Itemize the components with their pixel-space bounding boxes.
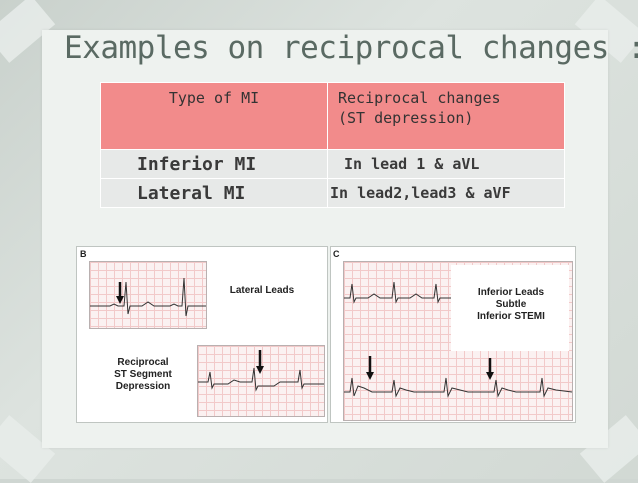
ecg-trace <box>344 281 573 398</box>
table-row: Inferior MI In lead 1 & aVL <box>100 149 565 179</box>
caption-line: ST Segment <box>114 369 172 380</box>
caption-line: Subtle <box>495 299 527 310</box>
row-mi-type: Lateral MI <box>100 178 328 208</box>
ecg-trace <box>198 350 324 392</box>
row-reciprocal-leads: In lead 1 & aVL <box>327 149 565 179</box>
table-row: Lateral MI In lead2,lead3 & aVF <box>100 178 565 208</box>
header-line: Reciprocal changes <box>338 89 501 107</box>
header-line: (ST depression) <box>338 109 474 127</box>
caption-box <box>451 265 569 351</box>
ecg-strip-reciprocal <box>197 345 325 417</box>
row-reciprocal-leads: In lead2,lead3 & aVF <box>327 178 565 208</box>
ecg-strip-lateral <box>89 261 207 329</box>
caption-reciprocal: Reciprocal ST Segment Depression <box>103 357 183 393</box>
caption-lateral-leads: Lateral Leads <box>229 285 295 296</box>
header-type-of-mi: Type of MI <box>100 82 328 150</box>
header-reciprocal-changes: Reciprocal changes (ST depression) <box>327 82 565 150</box>
table-header-row: Type of MI Reciprocal changes (ST depress… <box>100 82 565 150</box>
row-mi-type: Inferior MI <box>100 149 328 179</box>
caption-line: Reciprocal <box>117 357 169 368</box>
panel-label-b: B <box>80 249 87 259</box>
ecg-trace <box>90 277 206 317</box>
caption-line: Depression <box>115 381 171 392</box>
mi-table: Type of MI Reciprocal changes (ST depress… <box>100 82 565 208</box>
caption-inferior: Inferior Leads Subtle Inferior STEMI <box>459 287 563 323</box>
ecg-figure-b: B Lateral Leads Reciprocal ST Segment De… <box>76 246 328 423</box>
ecg-figure-c: C Inferior Leads Subtle Inferior STEMI <box>330 246 576 423</box>
slide-title: Examples on reciprocal changes : <box>64 30 638 66</box>
caption-line: Inferior Leads <box>477 287 545 298</box>
caption-line: Inferior STEMI <box>477 311 545 322</box>
panel-label-c: C <box>333 249 340 259</box>
